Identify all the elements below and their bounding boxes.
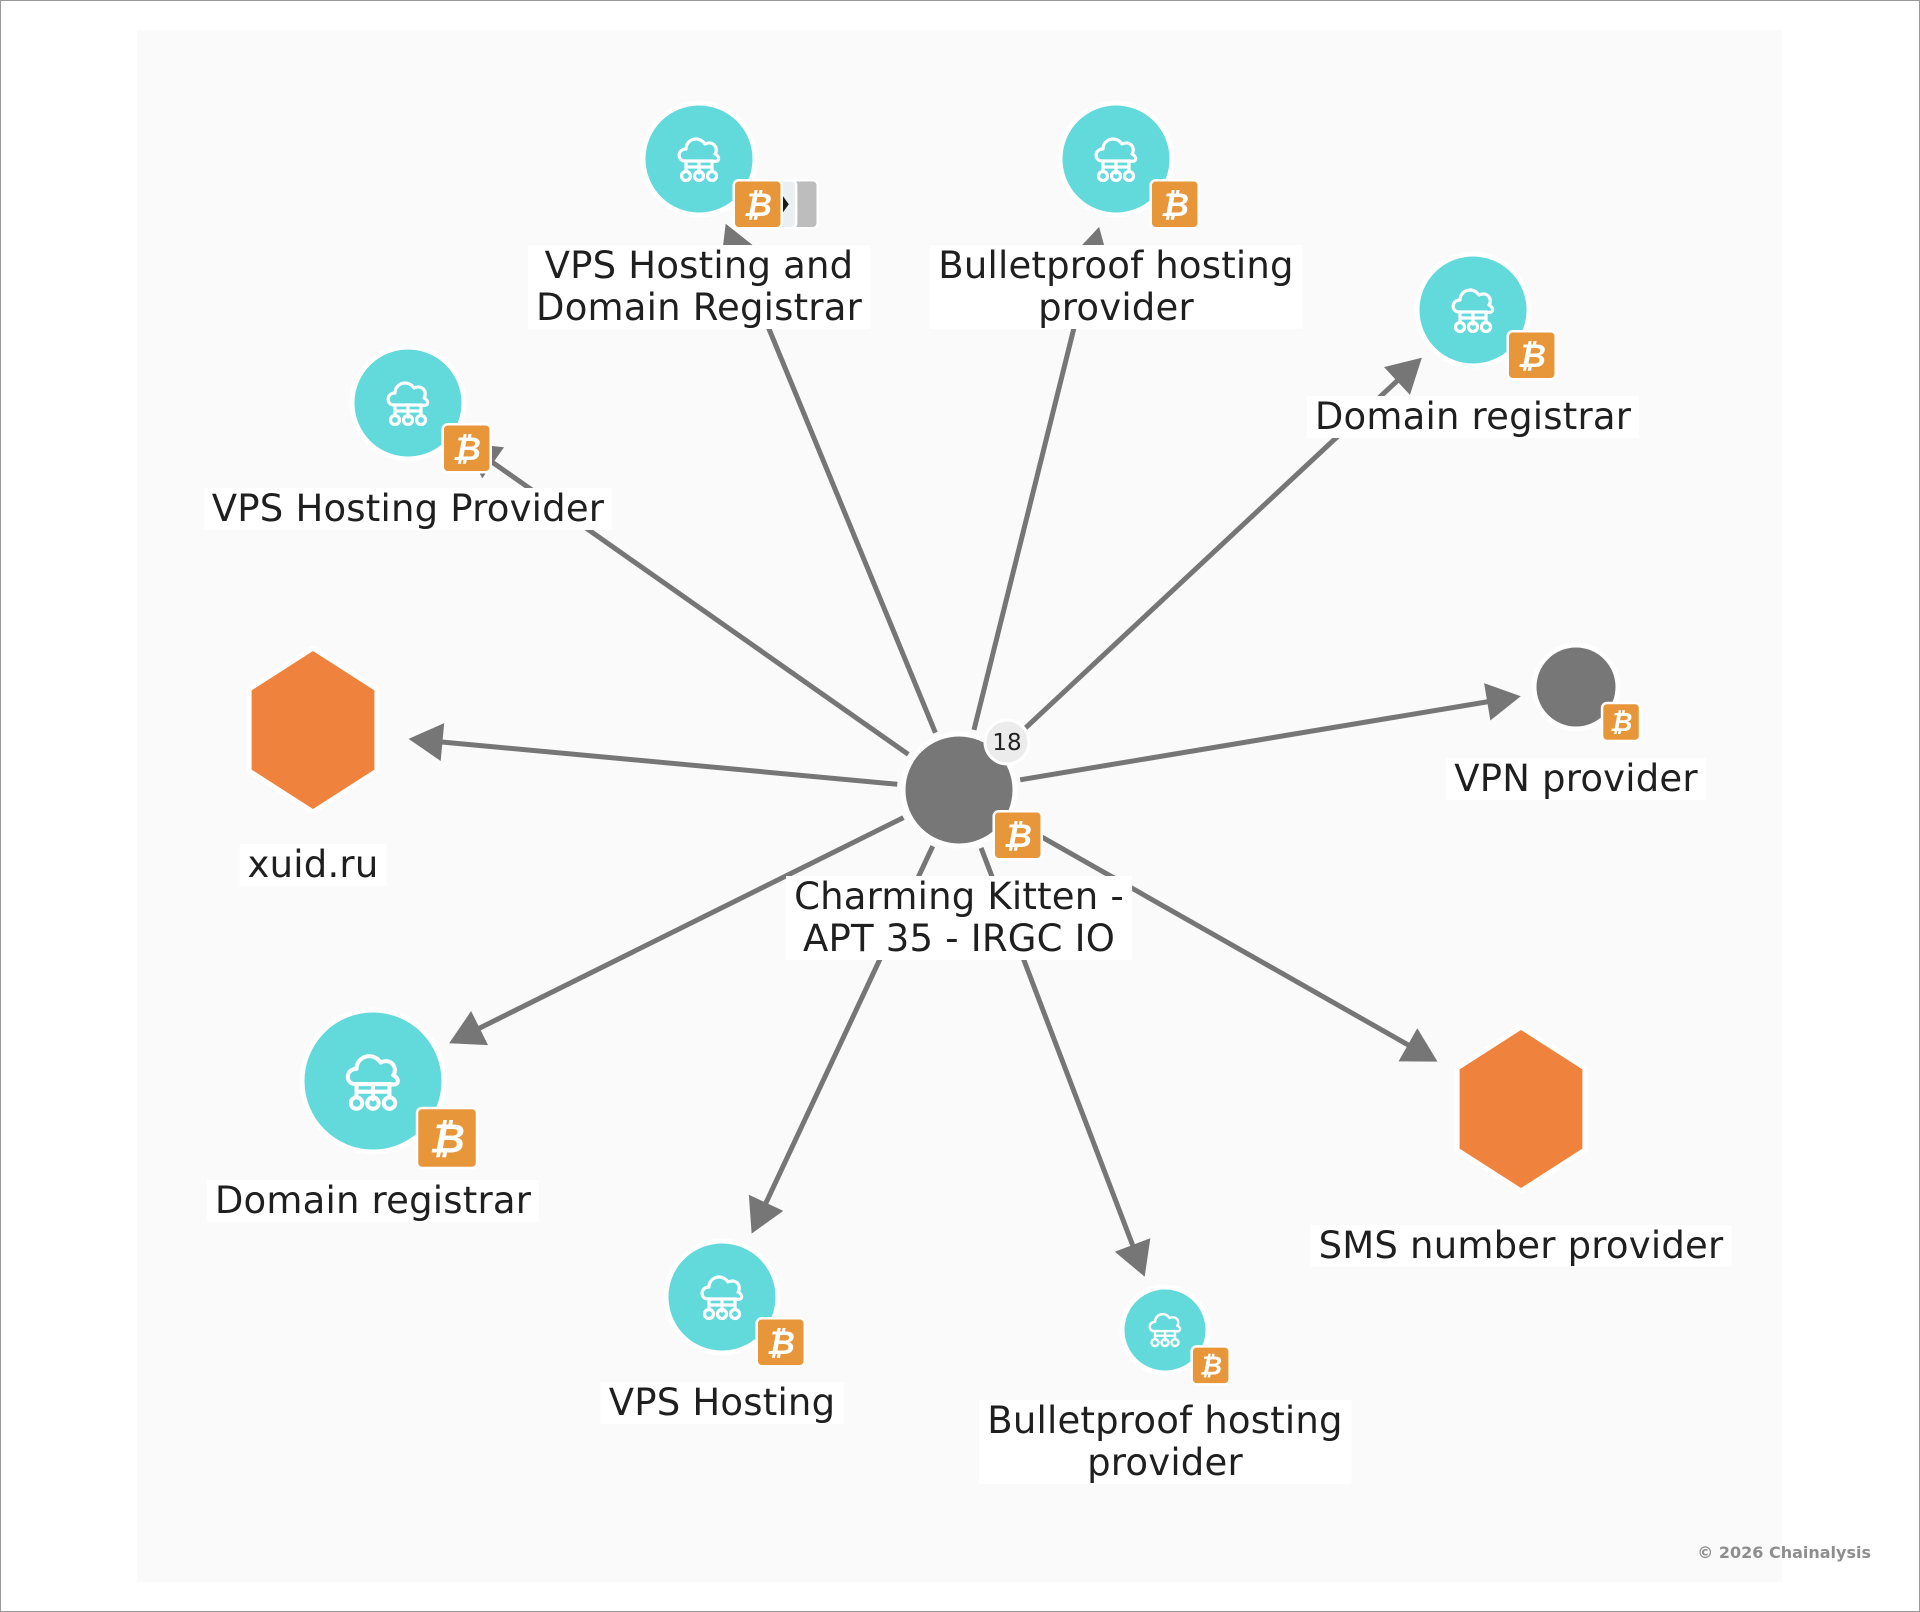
cloud-network-icon <box>1094 137 1138 183</box>
edge-line[interactable] <box>1011 818 1411 1048</box>
cloud-network-icon <box>1148 1312 1182 1348</box>
node-vps-provider[interactable]: ₿ <box>349 344 492 474</box>
bitcoin-icon: ₿ <box>1190 1345 1231 1386</box>
edge-domain-registrar-bottom[interactable] <box>449 815 905 1046</box>
node-vps-hosting[interactable]: ₿ <box>663 1238 806 1368</box>
cloud-network-icon <box>345 1054 400 1111</box>
bitcoin-icon: ₿ <box>992 810 1043 861</box>
node-label: Bulletproof hosting provider <box>930 245 1302 329</box>
bitcoin-icon: ₿ <box>1600 701 1642 743</box>
edge-line[interactable] <box>735 252 938 734</box>
edge-line[interactable] <box>440 739 898 787</box>
node-label: Domain registrar <box>1306 396 1640 438</box>
service-circle <box>349 344 467 462</box>
entity-circle <box>900 731 1018 849</box>
node-label: Charming Kitten - APT 35 - IRGC IO <box>786 876 1132 960</box>
svg-text:₿: ₿ <box>766 1324 795 1362</box>
edge-line[interactable] <box>971 257 1094 731</box>
node-label: VPN provider <box>1446 758 1706 800</box>
arrowhead-icon <box>1384 357 1422 395</box>
arrowhead-icon <box>1484 683 1521 721</box>
service-circle <box>299 1007 447 1155</box>
node-domain-registrar-top[interactable]: ₿ <box>1414 251 1557 381</box>
node-center[interactable]: ₿ <box>900 731 1043 861</box>
node-label: xuid.ru <box>239 844 387 886</box>
edge-sms[interactable] <box>1011 818 1438 1062</box>
edge-line[interactable] <box>476 815 905 1032</box>
count-badge-text: 18 <box>992 730 1021 756</box>
arrowhead-icon <box>1398 1028 1438 1062</box>
node-label: VPS Hosting and Domain Registrar <box>528 245 870 329</box>
bitcoin-icon: ₿ <box>1149 179 1200 230</box>
edge-domain-registrar-top[interactable] <box>1002 357 1422 750</box>
svg-text:₿: ₿ <box>429 1114 465 1162</box>
hexagon-icon <box>246 645 380 815</box>
svg-text:₿: ₿ <box>452 430 481 468</box>
svg-text:₿: ₿ <box>743 186 772 224</box>
cloud-network-icon <box>386 381 430 427</box>
node-label: Bulletproof hosting provider <box>979 1400 1351 1484</box>
service-circle <box>1414 251 1532 369</box>
arrowhead-icon <box>748 1194 784 1234</box>
count-badge[interactable]: 18 <box>983 718 1031 766</box>
entity-circle <box>1531 642 1621 732</box>
svg-text:₿: ₿ <box>1199 1351 1222 1381</box>
node-vps-domain[interactable]: ₿ <box>640 100 819 230</box>
svg-text:₿: ₿ <box>1610 708 1633 738</box>
hexagon-icon <box>1454 1024 1588 1194</box>
edge-line[interactable] <box>1019 699 1490 783</box>
bitcoin-icon: ₿ <box>732 179 783 230</box>
cloud-network-icon <box>700 1275 744 1321</box>
node-label: VPS Hosting Provider <box>203 488 613 530</box>
node-bulletproof-bottom[interactable]: ₿ <box>1119 1284 1231 1386</box>
cloud-network-icon <box>1451 288 1495 334</box>
cloud-network-icon <box>677 137 721 183</box>
node-label: SMS number provider <box>1310 1225 1732 1267</box>
bitcoin-icon: ₿ <box>1506 330 1557 381</box>
service-circle <box>640 100 758 218</box>
service-circle <box>663 1238 781 1356</box>
service-circle <box>1057 100 1175 218</box>
node-sms[interactable] <box>1454 1024 1588 1194</box>
edge-xuid[interactable] <box>408 723 898 787</box>
node-vpn[interactable]: ₿ <box>1531 642 1642 743</box>
edge-line[interactable] <box>1002 377 1401 750</box>
svg-text:₿: ₿ <box>1003 817 1032 855</box>
edge-vpn[interactable] <box>1019 683 1521 783</box>
nodes-layer: ₿ ₿ ₿ ₿ ₿ ₿ ₿ ₿ ₿ 18 <box>246 100 1642 1386</box>
arrowhead-icon <box>1114 1238 1151 1277</box>
copyright-text: © 2026 Chainalysis <box>1697 1543 1871 1562</box>
svg-text:₿: ₿ <box>1160 186 1189 224</box>
svg-text:₿: ₿ <box>1517 337 1546 375</box>
arrowhead-icon <box>408 723 445 761</box>
node-bulletproof-top[interactable]: ₿ <box>1057 100 1200 230</box>
node-label: VPS Hosting <box>600 1382 844 1424</box>
bitcoin-icon: ₿ <box>755 1317 806 1368</box>
bitcoin-icon: ₿ <box>441 423 492 474</box>
node-label: Domain registrar <box>206 1180 540 1222</box>
node-domain-registrar-bottom[interactable]: ₿ <box>299 1007 479 1170</box>
node-xuid[interactable] <box>246 645 380 815</box>
bitcoin-icon: ₿ <box>415 1106 479 1170</box>
arrowhead-icon <box>449 1011 489 1046</box>
